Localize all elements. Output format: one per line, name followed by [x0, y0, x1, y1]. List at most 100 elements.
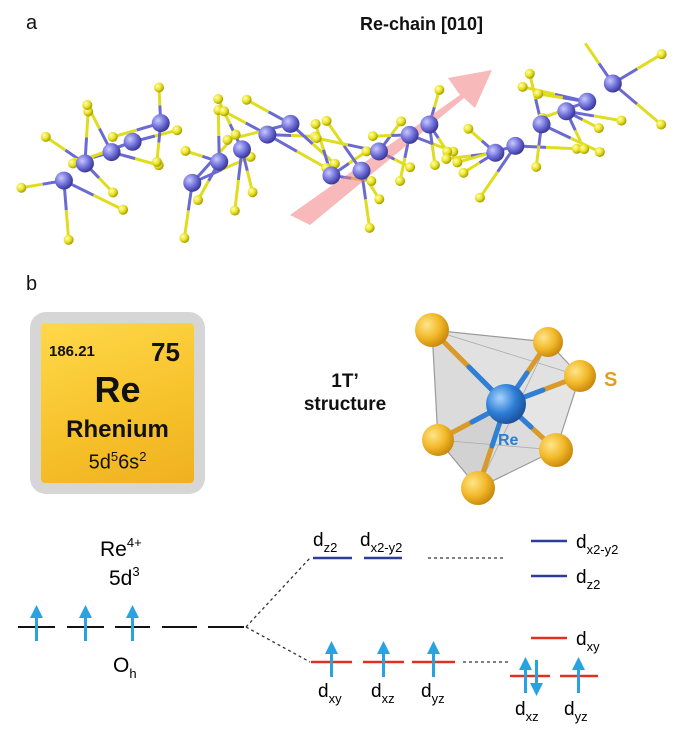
crystal-structure-image: [16, 42, 667, 245]
sulfur-atom: [517, 81, 528, 92]
sulfur-atom: [458, 167, 469, 178]
rhenium-atom: [102, 143, 121, 162]
bond: [636, 102, 663, 126]
sulfur-atom: [179, 233, 190, 244]
sulfur-atom: [40, 131, 51, 142]
sulfur-atom: [564, 360, 596, 392]
rhenium-atom: [557, 102, 576, 121]
middle-dxz-label: dxz: [371, 681, 395, 706]
sulfur-atom: [395, 175, 406, 186]
sulfur-atom: [463, 123, 474, 134]
rhenium-atom: [486, 384, 526, 424]
rhenium-atom: [400, 125, 419, 144]
panel-label-b: b: [26, 273, 38, 295]
sulfur-atom: [571, 143, 582, 154]
right-spin-arrows: [519, 657, 585, 696]
sulfur-label: S: [604, 369, 617, 391]
sulfur-atom: [329, 158, 340, 169]
element-name: Rhenium: [66, 416, 169, 443]
rhenium-atom: [322, 166, 341, 185]
sulfur-atom: [415, 313, 449, 347]
bond: [584, 42, 601, 65]
bond: [478, 170, 499, 199]
rhenium-atom: [75, 154, 94, 173]
sulfur-atom: [229, 205, 240, 216]
bond: [316, 136, 349, 147]
sulfur-atom: [82, 99, 93, 110]
rhenium-atom: [578, 92, 597, 111]
sulfur-atom: [656, 49, 667, 60]
right-dxy-label: dxy: [576, 629, 600, 654]
panel-label-a: a: [26, 12, 38, 34]
rhenium-atom: [486, 143, 505, 162]
sulfur-atom: [396, 116, 407, 127]
sulfur-atom: [63, 234, 74, 245]
rhenium-atom: [420, 115, 439, 134]
element-card: 186.21 75 Re Rhenium 5d56s2: [30, 312, 205, 494]
bond: [92, 193, 124, 212]
bond: [296, 149, 328, 170]
right-dz2-label: dz2: [576, 567, 600, 592]
sulfur-atom: [151, 156, 162, 167]
sulfur-atom: [108, 187, 119, 198]
sulfur-atom: [434, 84, 445, 95]
sulfur-atom: [452, 157, 463, 168]
structure-label: 1T’ structure: [303, 371, 387, 415]
right-dyz-label: dyz: [564, 699, 588, 724]
sulfur-atom: [321, 115, 332, 126]
sulfur-atom: [524, 68, 535, 79]
sulfur-atom: [366, 176, 377, 187]
sulfur-atom: [594, 146, 605, 157]
rhenium-atom: [54, 171, 73, 190]
chain-atoms: [16, 49, 667, 245]
sulfur-atom: [172, 125, 183, 136]
middle-spin-arrows: [325, 641, 440, 677]
sulfur-atom: [153, 82, 164, 93]
sulfur-atom: [230, 129, 241, 140]
rhenium-atom: [352, 161, 371, 180]
rhenium-atom: [258, 125, 277, 144]
rhenium-atom: [506, 136, 525, 155]
sulfur-atom: [593, 123, 604, 134]
rhenium-atom: [151, 114, 170, 133]
sulfur-atom: [118, 204, 129, 215]
right-dxz-label: dxz: [515, 699, 539, 724]
ion-label: Re4+: [100, 535, 142, 561]
middle-dxy-label: dxy: [318, 681, 342, 706]
electron-configuration: 5d56s2: [88, 449, 147, 474]
sulfur-atom: [533, 327, 563, 357]
sulfur-atom: [539, 433, 573, 467]
rhenium-atom: [183, 173, 202, 192]
middle-dyz-label: dyz: [421, 681, 445, 706]
rhenium-atom: [232, 140, 251, 159]
sulfur-atom: [367, 131, 378, 142]
sulfur-atom: [16, 182, 27, 193]
sulfur-atom: [222, 134, 233, 145]
rhenium-atom: [281, 114, 300, 133]
sulfur-atom: [533, 88, 544, 99]
sulfur-atom: [310, 118, 321, 129]
bond: [456, 152, 487, 164]
sulfur-atom: [180, 145, 191, 156]
bond: [325, 120, 346, 147]
bond: [545, 145, 577, 151]
sulfur-atom: [311, 133, 322, 144]
sulfur-atom: [107, 131, 118, 142]
rhenium-label: Re: [498, 432, 519, 449]
sulfur-atom: [579, 144, 590, 155]
sulfur-atom: [441, 153, 452, 164]
splitting-lines: [245, 557, 508, 663]
sulfur-atom: [616, 115, 627, 126]
rhenium-atom: [603, 74, 622, 93]
atomic-mass: 186.21: [49, 343, 95, 360]
sulfur-atom: [461, 471, 495, 505]
sulfur-atom: [422, 424, 454, 456]
sulfur-atom: [247, 187, 258, 198]
chain-direction-arrow: [290, 70, 492, 225]
sulfur-atom: [374, 194, 385, 205]
rhenium-atom: [532, 115, 551, 134]
sulfur-atom: [405, 162, 416, 173]
rhenium-atom: [369, 142, 388, 161]
